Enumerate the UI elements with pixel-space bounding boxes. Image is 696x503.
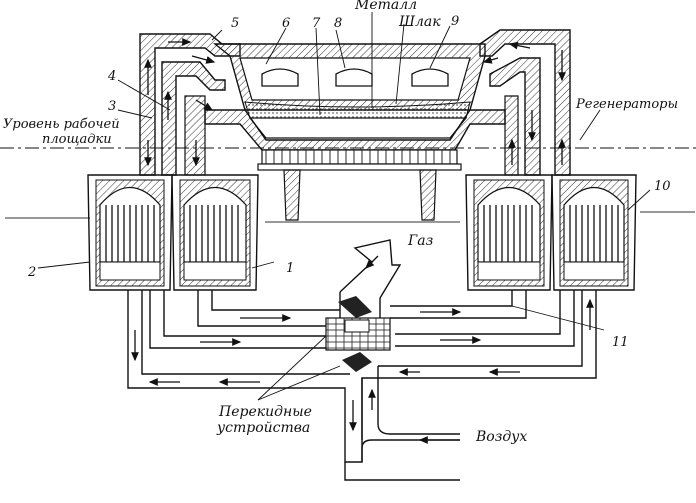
label-gas: Газ — [408, 233, 434, 249]
regenerator-right-inner — [465, 174, 553, 291]
reversing-valve — [325, 296, 391, 372]
regenerator-right-outer — [551, 174, 637, 291]
callout-11: 11 — [612, 335, 629, 350]
slag-layer — [244, 101, 471, 119]
ground-line — [5, 211, 695, 223]
callout-5: 5 — [231, 16, 240, 31]
label-work-level-1: Уровень рабочей — [3, 117, 120, 132]
right-flue — [479, 29, 571, 176]
regenerator-left-outer — [87, 174, 173, 291]
lower-ducts — [127, 239, 597, 481]
leader-lines — [37, 12, 651, 401]
furnace-door — [335, 68, 373, 87]
furnace-body — [204, 43, 506, 221]
label-air: Воздух — [476, 429, 528, 445]
label-slag: Шлак — [399, 14, 441, 30]
label-work-level-2: площадки — [42, 132, 112, 147]
callout-8: 8 — [334, 16, 343, 31]
callout-2: 2 — [28, 265, 37, 280]
callout-1: 1 — [286, 261, 295, 276]
callout-10: 10 — [654, 179, 671, 194]
label-regenerators: Регенераторы — [576, 97, 679, 112]
hearth-support — [261, 149, 458, 165]
callout-6: 6 — [282, 16, 291, 31]
metal-bath — [248, 117, 468, 139]
label-reversing-1: Перекидные — [219, 404, 312, 420]
support-column — [419, 169, 437, 221]
support-column — [283, 169, 301, 221]
furnace-door — [411, 68, 449, 87]
label-reversing-2: устройства — [217, 420, 311, 436]
callout-7: 7 — [312, 16, 321, 31]
furnace-door — [261, 68, 299, 87]
regenerator-left-inner — [171, 174, 259, 291]
callout-3: 3 — [108, 99, 117, 114]
callout-4: 4 — [108, 69, 117, 84]
left-flue — [139, 33, 241, 176]
callout-9: 9 — [451, 14, 460, 29]
hearth-support-cells — [265, 150, 451, 164]
label-metal: Металл — [355, 0, 418, 13]
flow-arrows — [131, 38, 594, 444]
